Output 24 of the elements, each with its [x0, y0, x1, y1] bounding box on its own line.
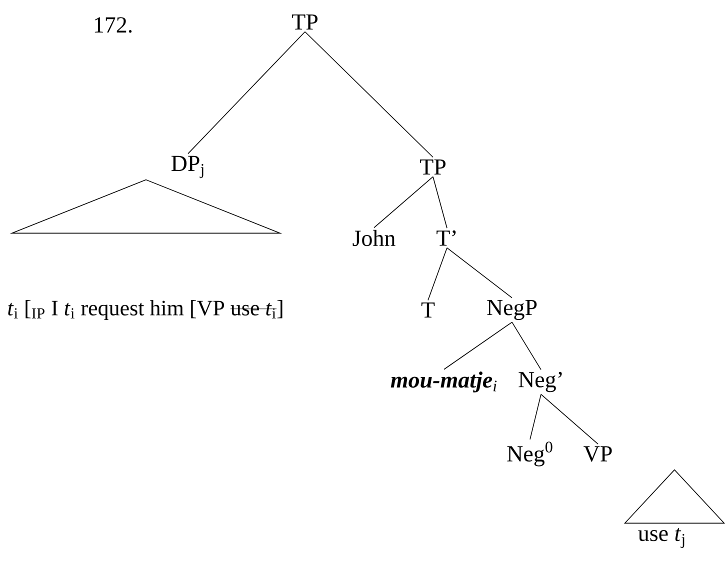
tree-branch: [304, 31, 434, 158]
tree-label: T: [421, 302, 435, 318]
tree-branch: [444, 322, 512, 370]
tree-branch: [432, 176, 448, 229]
tree-label: Neg$^{0}$: [507, 442, 552, 466]
tree-label: VP: [584, 446, 612, 462]
tree-branch: [540, 394, 598, 444]
tree-label: mou-matje$_{i}$: [390, 372, 497, 392]
constituent-triangle: [624, 469, 725, 524]
tree-label: NegP: [487, 300, 537, 320]
tree-label: T’: [436, 230, 456, 246]
tree-branch: [530, 394, 542, 440]
tree-label: TP: [292, 14, 318, 30]
tree-branch: [446, 247, 512, 298]
tree-label: Neg’: [518, 372, 562, 392]
yield-text: use t$_{j}$: [638, 528, 684, 548]
tree-branch: [512, 322, 542, 370]
tree-label: DP$_{j}$: [171, 156, 204, 178]
tree-branch: [428, 247, 448, 301]
tree-label: John: [352, 230, 396, 246]
example-number: 172.: [94, 17, 132, 33]
tree-branch: [374, 176, 434, 228]
tree-branch: [188, 31, 306, 154]
tree-label: TP: [420, 159, 446, 175]
